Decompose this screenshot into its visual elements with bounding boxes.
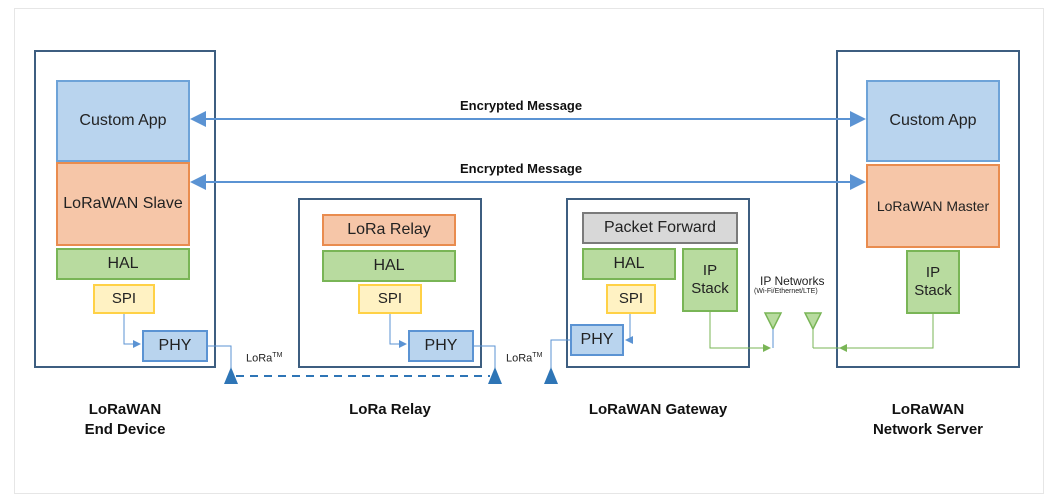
lorawan-master: LoRaWAN Master [866,164,1000,248]
relay-label: LoRa Relay [300,400,480,420]
end-device-custom-app-label: Custom App [79,112,167,130]
ip-networks-sublabel: (Wi-Fi/Ethernet/LTE) [754,288,818,295]
lora-text: LoRa [506,352,533,365]
end-device-phy-label: PHY [158,337,192,355]
gateway-phy-antenna-line [550,339,570,368]
server-label-line1: LoRaWAN [891,401,965,418]
gateway-phy: PHY [570,324,624,356]
relay-label-text: LoRa Relay [349,401,431,418]
end-device-hal-label: HAL [107,255,139,273]
lora-relay-block-label: LoRa Relay [347,221,431,239]
end-device-spi-label: SPI [111,290,137,307]
end-device-label: LoRaWAN End Device [44,400,206,439]
server-ip-label: IP [925,264,941,281]
end-device-phy-antenna-line [208,345,232,370]
gateway-hal: HAL [582,248,676,280]
end-device-spi: SPI [93,284,155,314]
relay-spi: SPI [358,284,422,314]
ip-networks-label: IP Networks [760,274,825,288]
tm-mark: TM [272,352,283,359]
relay-hal-label: HAL [373,257,405,275]
server-ip-link [813,314,934,349]
end-device-phy: PHY [142,330,208,362]
wifi-antenna-icon [763,312,783,331]
relay-hal: HAL [322,250,456,282]
gateway-ip-link [709,312,771,352]
encrypted-message-label-top: Encrypted Message [460,98,583,113]
end-device-label-line2: End Device [84,420,166,438]
lorawan-master-label: LoRaWAN Master [876,197,990,214]
gateway-spi-phy-connector [625,314,633,344]
wifi-antenna-icon [803,312,823,331]
relay-spi-label: SPI [377,290,403,307]
lora-relay-block: LoRa Relay [322,214,456,246]
gateway-spi: SPI [606,284,656,314]
tm-mark: TM [532,352,543,359]
antenna-icon [224,367,238,384]
server-label: LoRaWAN Network Server [838,400,1018,439]
gateway-stack-label: Stack [691,280,729,297]
relay-phy-label: PHY [424,337,458,355]
server-label-line2: Network Server [872,420,984,438]
lora-link-label-2: LoRaTM [506,352,542,365]
antenna-icon [544,367,558,384]
server-custom-app: Custom App [866,80,1000,162]
lorawan-slave: LoRaWAN Slave [56,162,190,246]
end-device-hal: HAL [56,248,190,280]
gateway-phy-label: PHY [580,331,614,349]
packet-forward-label: Packet Forward [603,219,717,237]
gateway-spi-label: SPI [618,290,644,307]
gateway-ip-label: IP [702,262,718,279]
gateway-hal-label: HAL [613,255,645,273]
relay-spi-phy-connector [389,314,407,348]
server-custom-app-label: Custom App [889,112,977,130]
encrypted-message-label-bottom: Encrypted Message [460,161,583,176]
lorawan-slave-label: LoRaWAN Slave [63,195,183,213]
packet-forward-block: Packet Forward [582,212,738,244]
end-device-custom-app: Custom App [56,80,190,162]
lora-text: LoRa [246,352,273,365]
relay-phy: PHY [408,330,474,362]
lora-link-label-1: LoRaTM [246,352,282,365]
end-device-spi-phy-connector [123,314,141,348]
gateway-label-text: LoRaWAN Gateway [588,401,728,418]
relay-phy-antenna-line [474,345,496,370]
gateway-label: LoRaWAN Gateway [566,400,750,420]
end-device-label-line1: LoRaWAN [88,401,162,418]
antenna-icon [488,367,502,384]
server-stack-label: Stack [914,282,952,299]
